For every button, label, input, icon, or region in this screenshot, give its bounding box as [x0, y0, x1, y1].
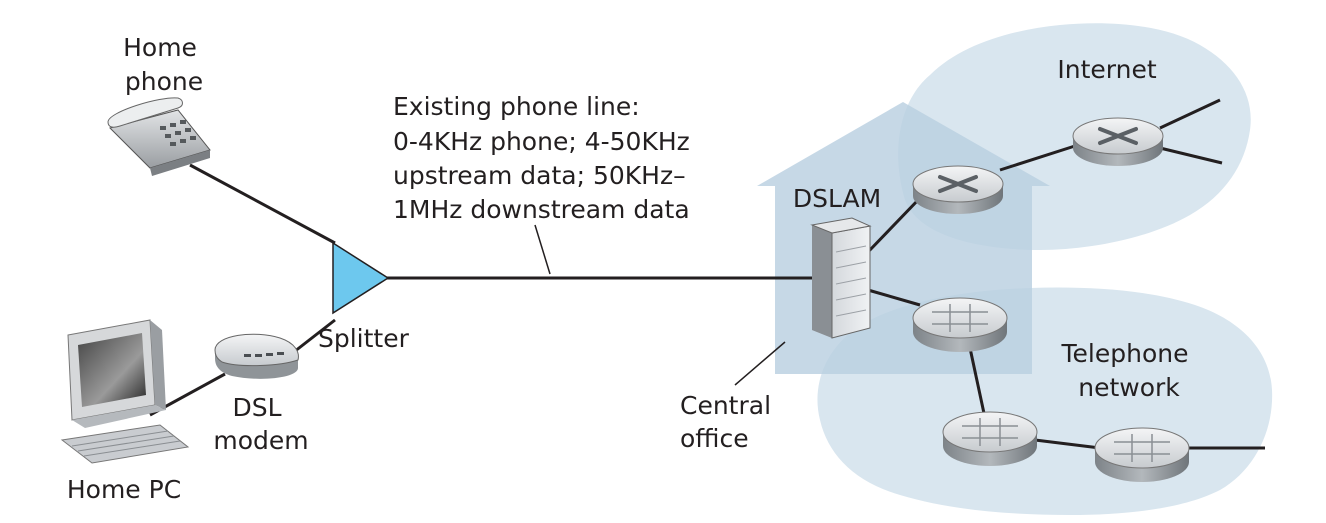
label-home-phone: Home phone	[123, 33, 205, 96]
router-icon	[1072, 117, 1164, 166]
pc-icon	[60, 319, 190, 464]
label-telephone-network: Telephone network	[1061, 339, 1197, 402]
splitter-icon	[332, 241, 390, 315]
label-internet: Internet	[1057, 55, 1156, 84]
router-icon	[912, 165, 1004, 214]
switch-icon	[1094, 427, 1190, 482]
label-phone-line: Existing phone line: 0-4KHz phone; 4-50K…	[393, 92, 698, 224]
label-home-pc: Home PC	[67, 475, 181, 504]
switch-icon	[942, 411, 1038, 466]
label-central-office: Central office	[680, 391, 779, 453]
links	[149, 98, 1265, 450]
modem-icon	[214, 333, 299, 379]
switch-icon	[912, 297, 1008, 352]
label-dsl-modem: DSL modem	[213, 393, 308, 455]
label-dslam: DSLAM	[793, 184, 881, 213]
dslam-rack-icon	[810, 217, 872, 339]
phone-icon	[107, 97, 211, 176]
label-splitter: Splitter	[318, 324, 410, 353]
callout-lines	[534, 224, 786, 386]
